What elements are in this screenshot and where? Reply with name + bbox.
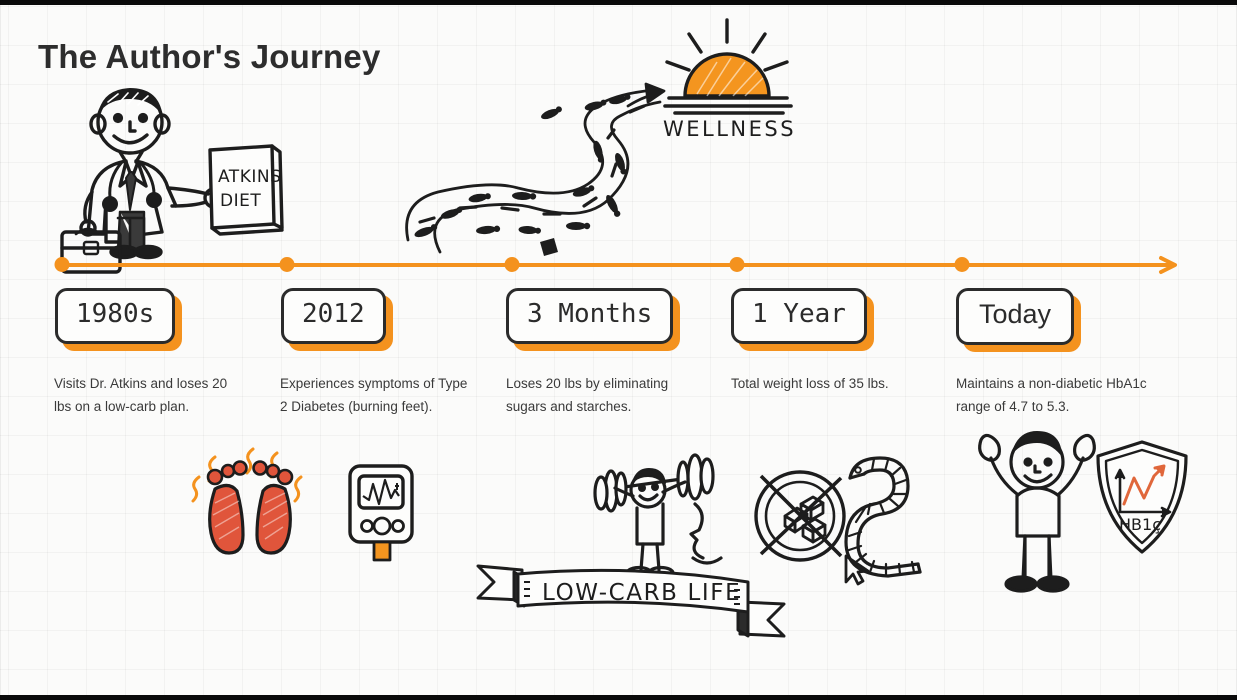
hba1c-shield-illustration: HB1ç	[1092, 438, 1192, 558]
milestone-chip-wrap-2012: 2012	[281, 288, 393, 351]
timeline-dot-4[interactable]	[729, 257, 745, 272]
timeline-dot-1[interactable]	[54, 257, 70, 272]
milestone-description-1980s: Visits Dr. Atkins and loses 20 lbs on a …	[54, 376, 228, 414]
milestone-2012[interactable]: 2012	[281, 288, 393, 351]
timeline-axis	[57, 256, 1177, 274]
milestone-1980s[interactable]: 1980s	[55, 288, 183, 351]
milestone-label-today[interactable]: Today	[956, 288, 1075, 346]
milestone-label-3-months[interactable]: 3 Months	[506, 288, 674, 344]
doctor-with-atkins-book-illustration: ATKINS DIET	[58, 82, 298, 274]
timeline-arrowhead	[1159, 256, 1177, 274]
low-carb-life-banner-illustration: LOW-CARB LIFE	[466, 556, 796, 648]
milestone-chip-wrap-1-year: 1 Year	[731, 288, 874, 351]
page-title: The Author's Journey	[38, 38, 381, 75]
no-sugar-illustration	[745, 460, 855, 570]
milestone-label-1980s[interactable]: 1980s	[55, 288, 176, 344]
top-letterbox-bar	[0, 0, 1237, 5]
milestone-chip-wrap-today: Today	[956, 288, 1082, 353]
milestone-chip-wrap-1980s: 1980s	[55, 288, 183, 351]
wellness-caption: WELLNESS	[663, 117, 796, 141]
timeline-dot-2[interactable]	[279, 257, 295, 272]
milestone-description-2012: Experiences symptoms of Type 2 Diabetes …	[280, 376, 468, 414]
burning-feet-illustration	[185, 443, 315, 563]
milestone-chip-wrap-3-months: 3 Months	[506, 288, 681, 351]
celebrating-person-illustration	[975, 418, 1100, 598]
cursor-arrow-icon	[842, 553, 874, 587]
milestone-1-year[interactable]: 1 Year	[731, 288, 874, 351]
timeline-dot-3[interactable]	[504, 257, 520, 272]
milestone-3-months[interactable]: 3 Months	[506, 288, 681, 351]
shield-label: HB1ç	[1119, 515, 1161, 534]
milestone-description-1-year: Total weight loss of 35 lbs.	[731, 376, 889, 391]
milestone-label-2012[interactable]: 2012	[281, 288, 386, 344]
milestone-label-1-year[interactable]: 1 Year	[731, 288, 867, 344]
milestone-description-3-months: Loses 20 lbs by eliminating sugars and s…	[506, 376, 669, 414]
timeline-dot-5[interactable]	[954, 257, 970, 272]
sunrise-wellness-illustration: WELLNESS	[645, 12, 830, 141]
bottom-letterbox-bar	[0, 695, 1237, 700]
book-title-line-2: DIET	[220, 191, 261, 211]
winding-footprint-road-illustration	[398, 80, 688, 256]
milestone-today[interactable]: Today	[956, 288, 1082, 353]
banner-text: LOW-CARB LIFE	[542, 580, 741, 606]
glucose-meter-illustration	[345, 462, 420, 562]
milestone-description-today: Maintains a non-diabetic HbA1c range of …	[956, 376, 1147, 414]
book-title-line-1: ATKINS	[218, 167, 281, 187]
